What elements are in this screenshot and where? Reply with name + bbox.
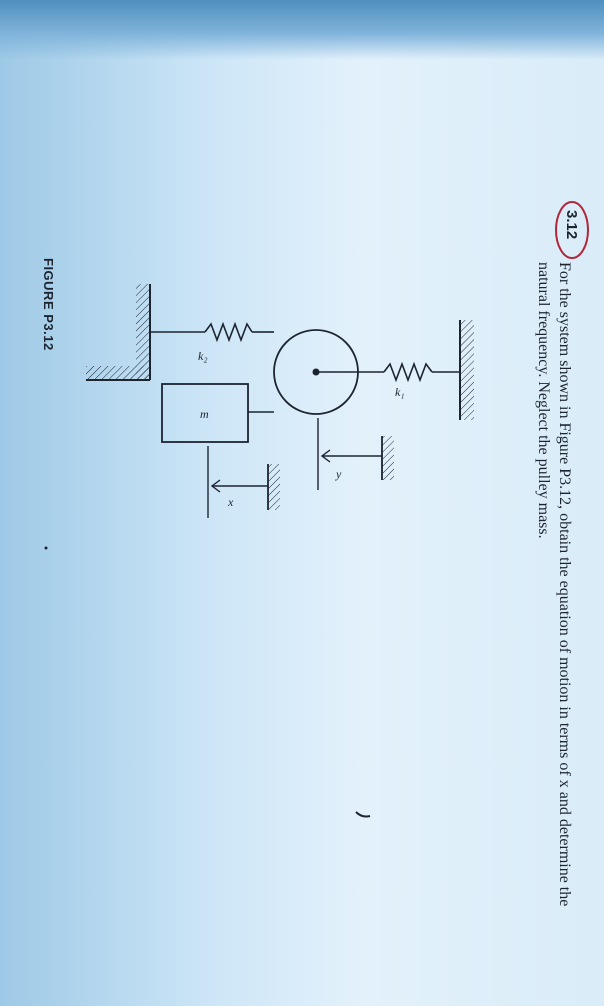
displacement-y-indicator	[317, 418, 394, 490]
pulley	[273, 329, 359, 415]
label-k1: k₁	[395, 385, 405, 399]
pen-mark	[355, 811, 371, 818]
ground-support-k1	[459, 320, 474, 420]
figure-caption: FIGURE P3.12	[41, 258, 56, 351]
label-y: y	[335, 467, 342, 481]
problem-number-circle	[555, 201, 589, 259]
spring-k2	[150, 321, 262, 343]
mass-block	[161, 383, 249, 443]
ground-support-k2	[86, 284, 151, 381]
pen-dot	[44, 546, 48, 550]
background-band	[0, 0, 604, 60]
displacement-x-indicator	[207, 446, 280, 518]
label-m: m	[200, 407, 209, 421]
spring-k1	[318, 361, 460, 383]
label-k2: k₂	[198, 349, 208, 363]
cable	[248, 331, 274, 413]
label-x: x	[227, 495, 234, 509]
